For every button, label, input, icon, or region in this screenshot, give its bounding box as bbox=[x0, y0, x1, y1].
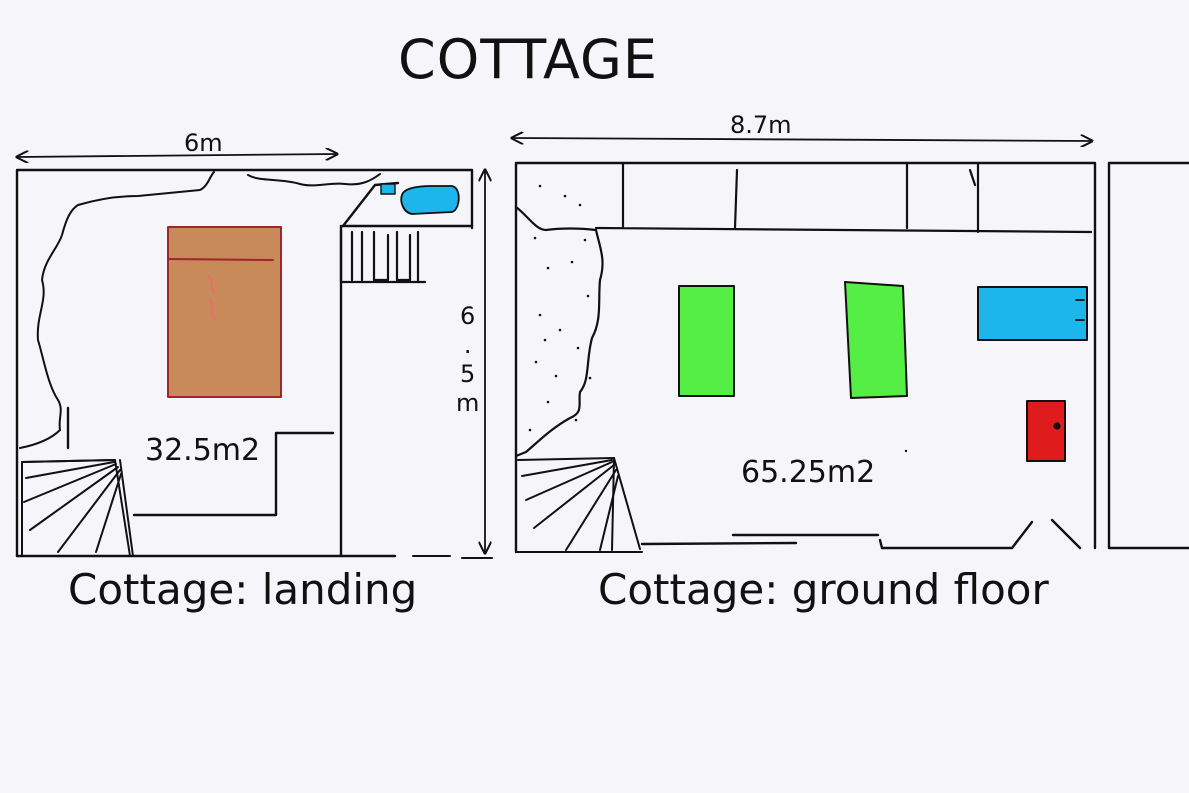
ground-bottom-wall bbox=[640, 518, 1082, 550]
ground-width-dimension-line bbox=[512, 138, 1092, 141]
ground-width-label: 8.7m bbox=[730, 111, 792, 139]
landing-bed-mark bbox=[207, 275, 215, 319]
landing-roofline bbox=[19, 171, 381, 449]
landing-bathtub bbox=[400, 185, 460, 215]
ground-bathtub bbox=[977, 286, 1088, 341]
ground-sofa-right bbox=[844, 281, 908, 399]
adjacent-building-wall bbox=[1107, 161, 1189, 550]
landing-staircase bbox=[21, 459, 134, 557]
ground-sofa-left bbox=[678, 285, 735, 397]
ground-area-label: 65.25m2 bbox=[741, 455, 876, 490]
landing-stair-rail bbox=[339, 228, 427, 284]
ground-stone-wall bbox=[514, 205, 604, 458]
ground-stove-knob bbox=[1053, 422, 1061, 430]
ground-floor-plan bbox=[512, 138, 1097, 554]
ground-floor-caption: Cottage: ground floor bbox=[598, 565, 1049, 614]
ground-stone-texture bbox=[528, 184, 592, 432]
landing-plan bbox=[15, 154, 493, 559]
ground-stove bbox=[1026, 400, 1066, 462]
landing-bed-headboard bbox=[167, 258, 274, 261]
page-title: COTTAGE bbox=[398, 28, 658, 91]
landing-width-label: 6m bbox=[184, 129, 223, 157]
ground-staircase bbox=[515, 457, 643, 553]
landing-inner-wall bbox=[132, 431, 335, 517]
ground-cabinets bbox=[594, 162, 1093, 234]
landing-caption: Cottage: landing bbox=[68, 565, 418, 614]
landing-outer-walls bbox=[15, 168, 474, 558]
landing-sink bbox=[380, 183, 396, 195]
landing-width-dimension-line bbox=[17, 154, 337, 157]
landing-bed bbox=[167, 226, 282, 398]
landing-area-label: 32.5m2 bbox=[145, 433, 261, 468]
ground-outer-walls bbox=[514, 161, 1097, 554]
landing-depth-label: 6 . 5 m bbox=[456, 302, 480, 417]
